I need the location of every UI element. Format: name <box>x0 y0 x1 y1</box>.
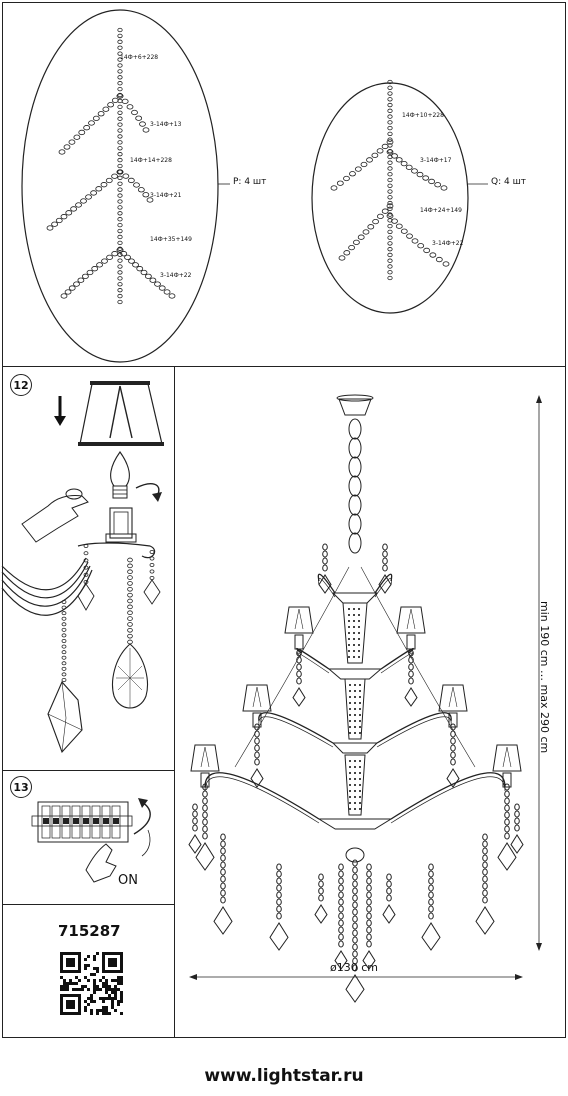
step13-illustration <box>31 798 151 883</box>
right-oval-label-2: 3-14Ф+17 <box>420 157 452 164</box>
instruction-sheet-frame <box>2 2 566 1038</box>
left-oval-label-4: 3-14Ф+21 <box>150 192 182 199</box>
step13-badge: 13 <box>10 776 32 798</box>
website-url[interactable]: www.lightstar.ru <box>204 1066 364 1086</box>
left-oval-label-5: 14Ф+35+149 <box>150 236 192 243</box>
step13-divider <box>2 904 174 905</box>
left-oval-label-3: 14Ф+14+228 <box>130 157 172 164</box>
left-oval-label-2: 3-14Ф+13 <box>150 121 182 128</box>
step13-panel: 13 ON <box>2 770 174 904</box>
left-oval-label-1: 14Ф+6+228 <box>120 54 159 61</box>
right-oval-callout: Q: 4 шт <box>491 177 527 187</box>
right-oval-label-3: 14Ф+24+149 <box>420 207 462 214</box>
step12-panel: 12 <box>1 366 174 770</box>
left-oval-drawing <box>21 9 488 363</box>
article-number: 715287 <box>58 922 121 940</box>
step12-illustration <box>1 381 164 754</box>
right-oval-label-4: 3-14Ф+22 <box>432 240 464 247</box>
chandelier-drawing <box>188 394 542 1003</box>
steps-divider <box>174 366 175 1038</box>
top-panel-divider <box>2 366 566 367</box>
height-dimension: min 190 cm … max 290 cm <box>538 601 551 754</box>
chandelier-panel: min 190 cm … max 290 cm ø130 cm <box>175 367 566 1038</box>
left-oval-callout: P: 4 шт <box>233 177 267 187</box>
step12-divider <box>2 770 174 771</box>
product-panel: 715287 <box>2 904 174 1038</box>
switch-on-label: ON <box>118 873 138 888</box>
width-dimension: ø130 cm <box>330 961 378 974</box>
left-oval-label-6: 3-14Ф+22 <box>160 272 192 279</box>
step12-badge: 12 <box>10 374 32 396</box>
top-panel: 14Ф+6+228 3-14Ф+13 14Ф+14+228 3-14Ф+21 1… <box>2 2 566 366</box>
qr-code <box>60 952 123 1015</box>
right-oval-label-1: 14Ф+10+228 <box>402 112 444 119</box>
